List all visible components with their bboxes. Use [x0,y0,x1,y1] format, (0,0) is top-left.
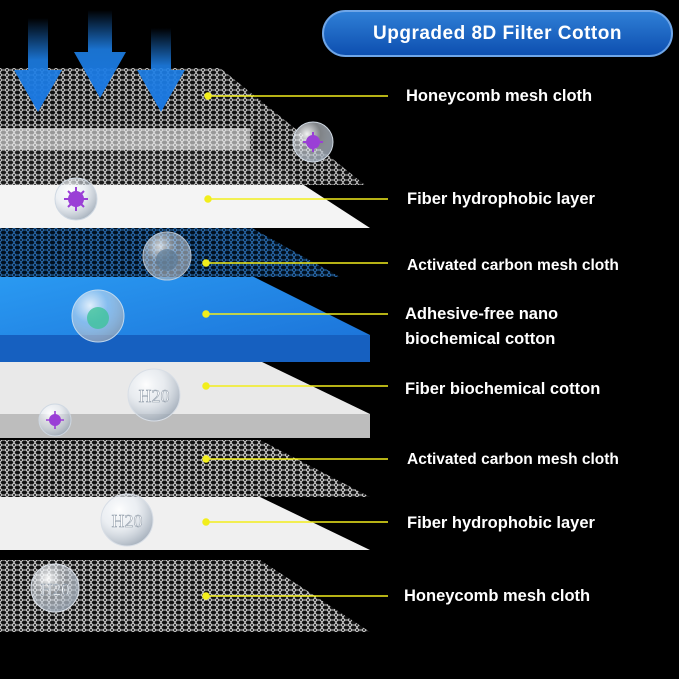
title-banner: Upgraded 8D Filter Cotton [322,10,673,57]
layer-label-activated-carbon-bottom: Activated carbon mesh cloth [407,451,619,468]
layer-label-honeycomb-mesh-bottom: Honeycomb mesh cloth [404,587,591,605]
virus-icon [303,132,323,152]
layer-label-fiber-hydrophobic-top: Fiber hydrophobic layer [407,190,595,208]
nano-cotton-edge [0,335,370,362]
layer-label-honeycomb-mesh-top: Honeycomb mesh cloth [406,87,593,105]
nano-particle [87,307,109,329]
activated-carbon-mesh-layer-bottom [0,440,370,497]
layer-label-fiber-biochemical: Fiber biochemical cotton [405,380,601,398]
bubble-icon [38,403,72,437]
water-droplet-icon: H20 [100,493,154,547]
bubble-icon [292,121,334,163]
h2o-label: H20 [40,580,69,599]
water-droplet-icon: H20 [127,368,181,422]
h2o-label: H20 [139,386,170,406]
biochemical-cotton-edge [0,414,370,438]
bubble-icon [71,289,125,343]
layer-label-nano-line-2: biochemical cotton [405,330,556,348]
layer-label-fiber-hydrophobic-bottom: Fiber hydrophobic layer [407,514,595,532]
leader-lines [202,92,388,600]
water-droplet-icon: H20 [30,563,80,613]
virus-icon [46,411,64,429]
h2o-label: H20 [112,511,143,531]
down-arrow-icon [14,10,185,112]
bubble-icon [54,177,98,221]
layer-label-nano-line-1: Adhesive-free nano [405,305,559,323]
carbon-particle [156,249,178,271]
bubble-icon [142,231,192,281]
honeycomb-mesh-layer-top [0,68,365,185]
honeycomb-mesh-layer-bottom [0,560,370,632]
virus-icon [64,187,88,211]
layer-label-activated-carbon-top: Activated carbon mesh cloth [407,257,619,274]
fiber-hydrophobic-layer-bottom [0,497,370,550]
mesh-fade [0,128,250,150]
layer-label-nano-biochemical: Adhesive-free nano biochemical cotton [405,302,558,352]
